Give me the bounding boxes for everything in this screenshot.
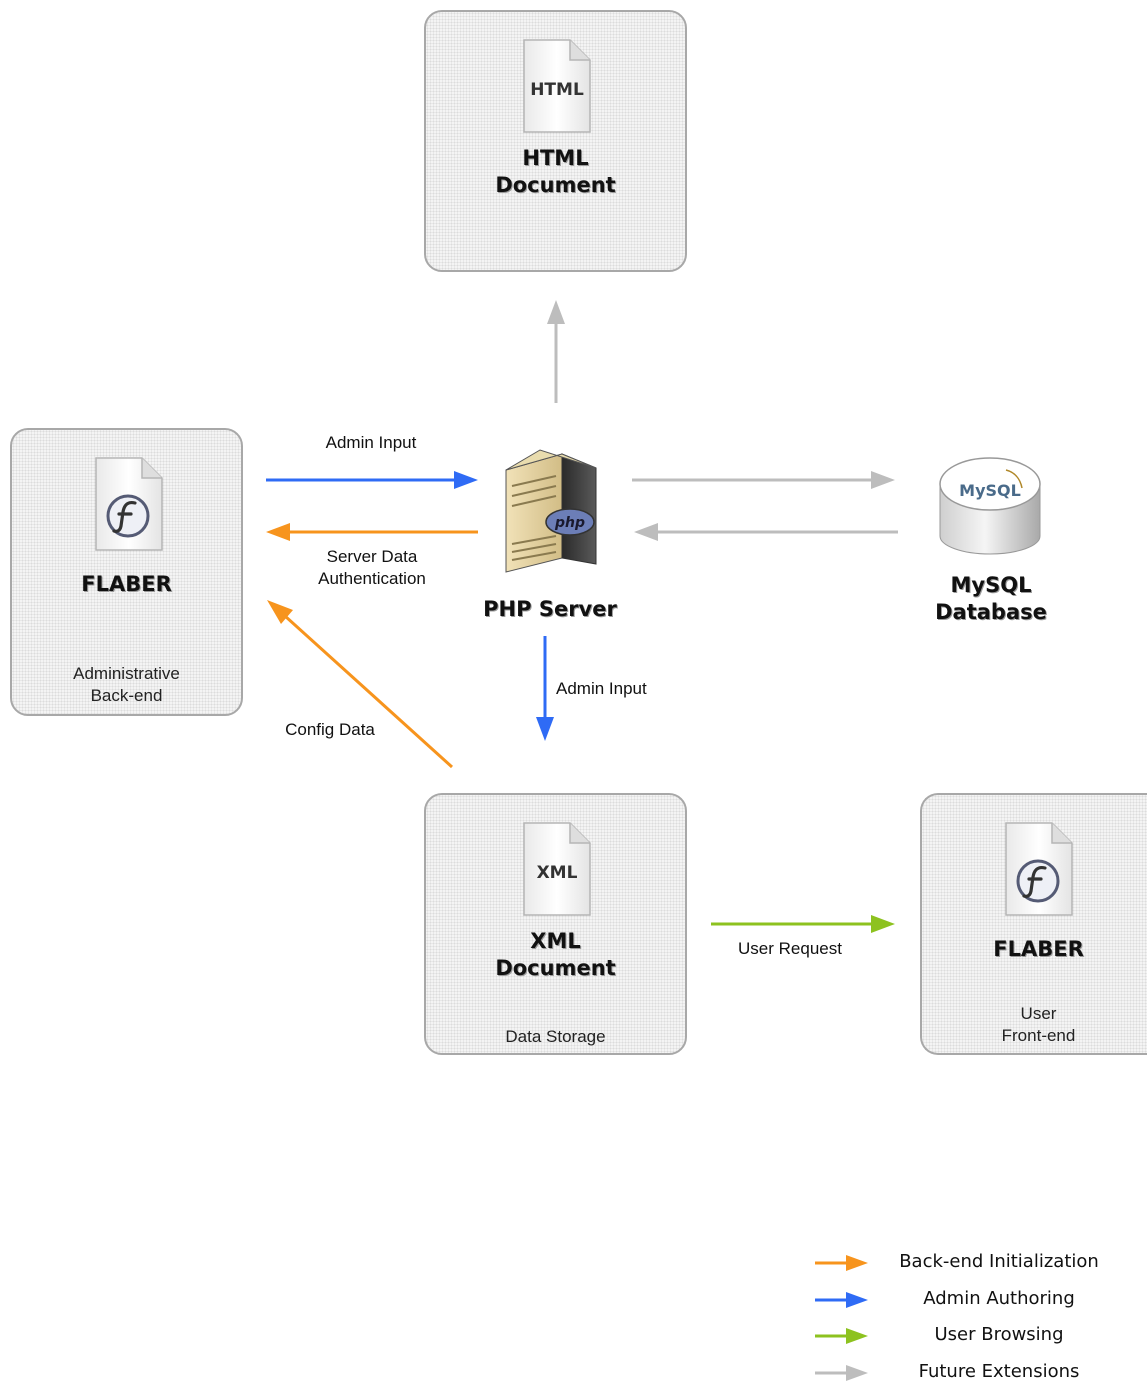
edge-label-server-data-line1: Server Data	[326, 547, 418, 566]
flaber-admin-box: FLABER Administrative Back-end	[10, 428, 243, 716]
flaber-user-sub-line1: User	[1020, 1004, 1057, 1023]
php-server-node: php PHP Server	[470, 440, 630, 630]
server-icon: php	[505, 449, 597, 573]
flaber-user-sub-line2: Front-end	[1001, 1026, 1076, 1045]
legend-label-future-extensions: Future Extensions	[918, 1361, 1080, 1382]
arrow-xml-to-admin	[267, 600, 454, 769]
xml-document-title-line2: Document	[495, 956, 616, 980]
legend-label-user-browsing: User Browsing	[934, 1324, 1064, 1345]
flash-file-icon	[1005, 822, 1073, 916]
svg-text:HTML: HTML	[530, 80, 584, 100]
xml-document-sub: Data Storage	[505, 1027, 606, 1046]
html-document-title-line1: HTML	[522, 146, 589, 170]
flash-file-icon	[95, 457, 163, 551]
edge-label-admin-input-top: Admin Input	[325, 433, 417, 452]
flaber-user-title: FLABER	[993, 937, 1084, 961]
legend-label-admin-authoring: Admin Authoring	[923, 1288, 1075, 1309]
arrow-admin-to-php	[266, 471, 478, 489]
legend-arrow-orange	[815, 1255, 868, 1271]
legend-arrow-green	[815, 1328, 868, 1344]
flaber-user-box: FLABER User Front-end	[920, 793, 1147, 1055]
svg-text:XML: XML	[537, 863, 578, 883]
svg-text:php: php	[554, 515, 585, 531]
svg-text:MySQL: MySQL	[959, 481, 1021, 500]
database-icon: MySQL	[939, 457, 1041, 555]
edge-label-config-data: Config Data	[285, 720, 375, 739]
xml-document-title-line1: XML	[530, 929, 581, 953]
mysql-title-line1: MySQL	[950, 573, 1032, 597]
flaber-admin-sub-line2: Back-end	[90, 686, 163, 705]
legend-arrow-gray	[815, 1365, 868, 1381]
arrow-php-to-mysql	[632, 471, 895, 489]
flaber-admin-sub-line1: Administrative	[73, 664, 180, 683]
mysql-title-line2: Database	[935, 600, 1047, 624]
legend-label-backend-init: Back-end Initialization	[899, 1251, 1099, 1272]
flaber-admin-title: FLABER	[81, 572, 172, 596]
arrow-php-to-admin	[266, 523, 478, 541]
arrow-mysql-to-php	[634, 523, 898, 541]
html-file-icon: HTML	[523, 39, 591, 133]
mysql-node: MySQL MySQL Database	[900, 450, 1082, 630]
php-server-title: PHP Server	[483, 597, 617, 621]
edge-label-server-data-line2: Authentication	[318, 569, 426, 588]
arrow-xml-to-user	[711, 915, 895, 933]
xml-document-box: XML XML Document Data Storage	[424, 793, 687, 1055]
xml-file-icon: XML	[523, 822, 591, 916]
edge-label-user-request: User Request	[738, 939, 842, 958]
arrow-php-to-html	[547, 300, 565, 403]
html-document-box: HTML HTML Document	[424, 10, 687, 272]
edge-label-admin-input-down: Admin Input	[556, 679, 647, 698]
legend-arrow-blue	[815, 1292, 868, 1308]
html-document-title-line2: Document	[495, 173, 616, 197]
arrow-php-to-xml	[536, 636, 554, 741]
